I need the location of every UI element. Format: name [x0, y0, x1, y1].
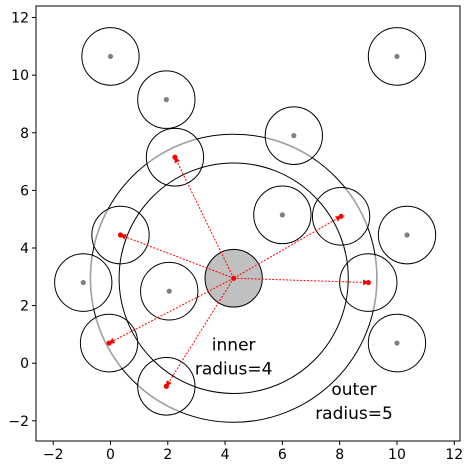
data-point [106, 340, 112, 346]
data-point [394, 53, 400, 60]
point-circle [264, 106, 323, 165]
x-tick-label: 2 [163, 447, 172, 463]
data-point [365, 279, 371, 286]
x-tick-label: −2 [43, 447, 64, 463]
point-circle [91, 205, 150, 265]
y-tick-label: 6 [20, 183, 29, 199]
data-point [338, 213, 344, 219]
annotation-outer: outer radius=5 [315, 380, 393, 424]
data-point [163, 97, 169, 103]
ring-overlap-arc [265, 137, 313, 159]
y-tick-label: 2 [20, 299, 29, 315]
x-tick-label: 6 [278, 447, 287, 463]
x-tick-label: 8 [335, 447, 344, 463]
axes-layer: −2 0 2 4 6 8 10 12 −2 0 2 4 6 8 10 12 [8, 5, 463, 463]
data-point [107, 53, 114, 60]
ring-overlap-arc [93, 209, 109, 247]
data-point [117, 232, 124, 238]
axes-frame [35, 5, 461, 442]
y-tick-label: 0 [20, 356, 29, 372]
point-circle [137, 70, 196, 129]
annotation-line: radius=4 [195, 359, 273, 379]
data-point [163, 383, 169, 389]
x-tick-label: 0 [106, 447, 115, 463]
ring-overlap-arc [372, 255, 378, 311]
annotation-line: radius=5 [315, 404, 393, 424]
x-tick-label: 10 [388, 447, 406, 463]
ring-overlap-arc [345, 188, 369, 227]
point-circle [253, 185, 312, 245]
ring-overlap-arc [95, 317, 123, 369]
data-point [166, 288, 172, 294]
arrows-layer [108, 156, 369, 387]
point-circle [145, 127, 205, 187]
x-tick-label: 4 [221, 447, 230, 463]
point-circle [81, 27, 140, 86]
ring-overlap-arc [137, 384, 180, 413]
annotation-line: outer [331, 380, 376, 400]
y-tick-label: 4 [20, 241, 29, 257]
connection-arrow [174, 156, 235, 279]
point-circle [54, 253, 113, 312]
x-tick-label: 12 [445, 447, 463, 463]
point-circle [339, 253, 398, 312]
center-point [231, 275, 237, 281]
annotation-line: inner [212, 335, 256, 355]
data-point [394, 340, 400, 346]
data-point [172, 154, 178, 160]
point-circles-layer [54, 27, 437, 416]
data-point [291, 133, 297, 139]
y-tick-label: −2 [8, 414, 29, 430]
connection-arrow [108, 277, 234, 344]
y-tick-label: 10 [11, 68, 29, 84]
annotation-inner: inner radius=4 [195, 335, 273, 379]
rings-layer [89, 133, 378, 423]
ring-overlap-arc [89, 255, 95, 309]
point-circle [377, 205, 437, 265]
point-circle [140, 261, 199, 321]
annotations-layer: inner radius=4 outer radius=5 [195, 335, 393, 424]
connection-arrow [233, 215, 342, 279]
points-layer [80, 53, 410, 389]
ring-overlap-arc [146, 138, 197, 164]
point-circle [137, 356, 196, 416]
point-circle [367, 313, 427, 373]
y-tick-label: 12 [11, 11, 29, 27]
point-circle [367, 27, 427, 86]
data-point [80, 279, 86, 286]
point-circle [79, 313, 139, 373]
connection-arrow [233, 277, 369, 286]
y-tick-label: 8 [20, 126, 29, 142]
connection-arrow [119, 234, 234, 279]
ring-inner [118, 162, 349, 394]
data-point [404, 232, 410, 238]
point-circle [311, 186, 371, 246]
data-point [279, 212, 285, 218]
connection-arrow [165, 277, 235, 387]
